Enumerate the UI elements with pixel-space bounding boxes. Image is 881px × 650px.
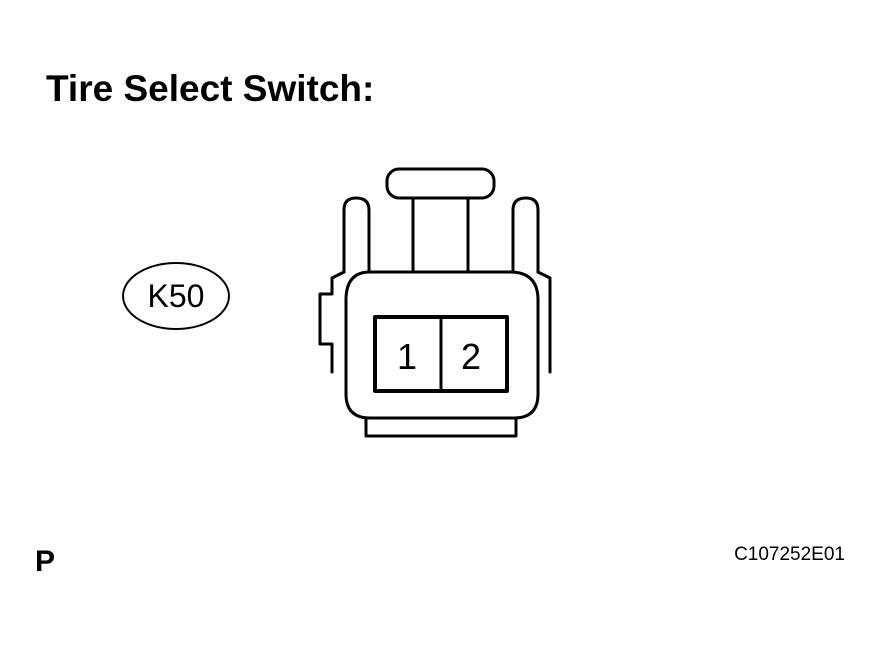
view-letter: P <box>35 545 56 578</box>
connector-lock-tab <box>385 167 496 200</box>
diagram-title: Tire Select Switch: <box>46 68 375 109</box>
connector-left-post <box>342 196 371 274</box>
connector-right-post <box>511 196 540 274</box>
connector-base <box>364 416 518 438</box>
connector-code-badge: K50 <box>122 262 230 330</box>
pin-label-2: 2 <box>461 336 481 377</box>
connector-code-label: K50 <box>147 277 205 314</box>
connector-latch-stem <box>411 196 470 274</box>
connector-right-flange <box>536 270 552 374</box>
connector-left-flange <box>318 270 346 374</box>
pin-label-1: 1 <box>397 336 417 377</box>
figure-id: C107252E01 <box>734 544 845 565</box>
